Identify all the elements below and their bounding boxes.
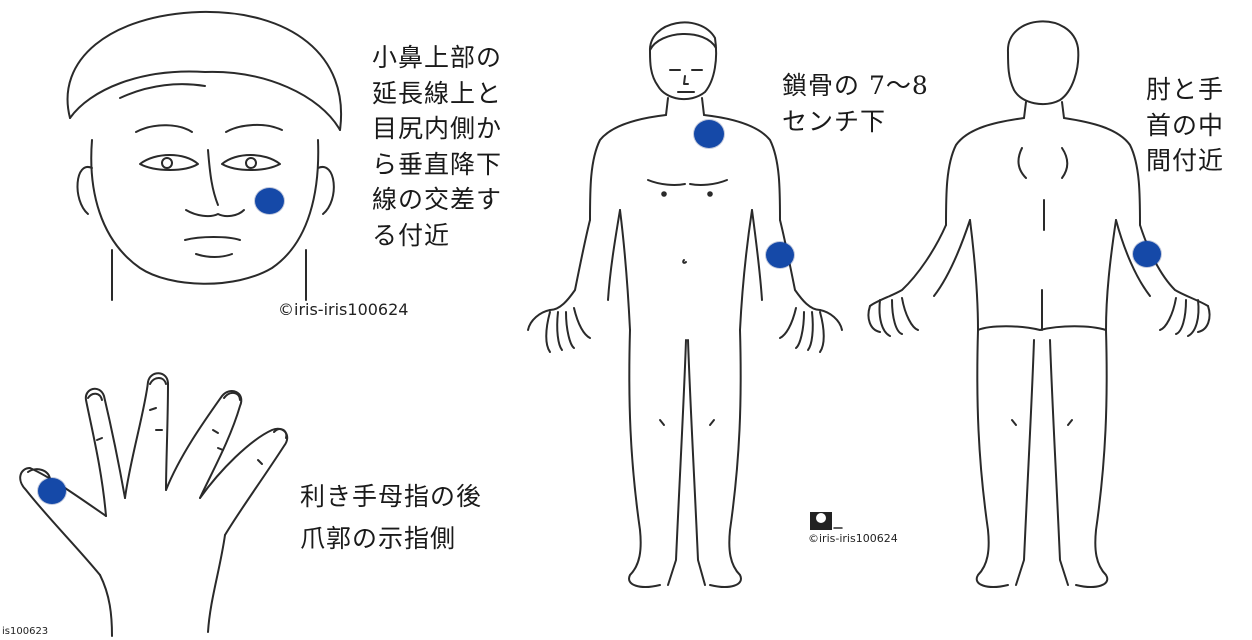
face-copyright: ©iris-iris100624 (278, 300, 408, 319)
clavicle-point-dot (694, 120, 724, 148)
elbow-label-line: 肘と手 (1146, 72, 1224, 108)
body-copyright: ©iris-iris100624 (808, 532, 898, 545)
face-label-line: 延長線上と (372, 76, 502, 112)
face-label-line: 目尻内側か (372, 111, 502, 147)
face-point-dot (255, 188, 284, 214)
thumb-point-label: 利き手母指の後 爪郭の示指側 (300, 476, 482, 560)
cartoon-logo-icon (810, 512, 842, 530)
face-drawing (68, 12, 342, 300)
elbow-point-label: 肘と手 首の中 間付近 (1146, 72, 1224, 179)
face-label-line: 線の交差す (372, 182, 502, 218)
face-label-line: ら垂直降下 (372, 147, 502, 183)
thumb-point-dot (38, 478, 66, 504)
face-label-line: る付近 (372, 218, 502, 254)
elbow-label-line: 首の中 (1146, 108, 1224, 144)
clavicle-point-label: 鎖骨の 7〜8 センチ下 (782, 68, 929, 139)
thumb-label-line: 爪郭の示指側 (300, 518, 482, 560)
front-elbow-point-dot (766, 242, 794, 268)
back-elbow-point-dot (1133, 241, 1161, 267)
face-label-line: 小鼻上部の (372, 40, 502, 76)
hand-drawing (20, 373, 287, 636)
clavicle-label-line: 鎖骨の 7〜8 (782, 68, 929, 104)
thumb-label-line: 利き手母指の後 (300, 476, 482, 518)
clavicle-label-line: センチ下 (782, 104, 929, 140)
hand-copyright: is100623 (2, 626, 48, 637)
face-point-label: 小鼻上部の 延長線上と 目尻内側か ら垂直降下 線の交差す る付近 (372, 40, 502, 253)
elbow-label-line: 間付近 (1146, 143, 1224, 179)
